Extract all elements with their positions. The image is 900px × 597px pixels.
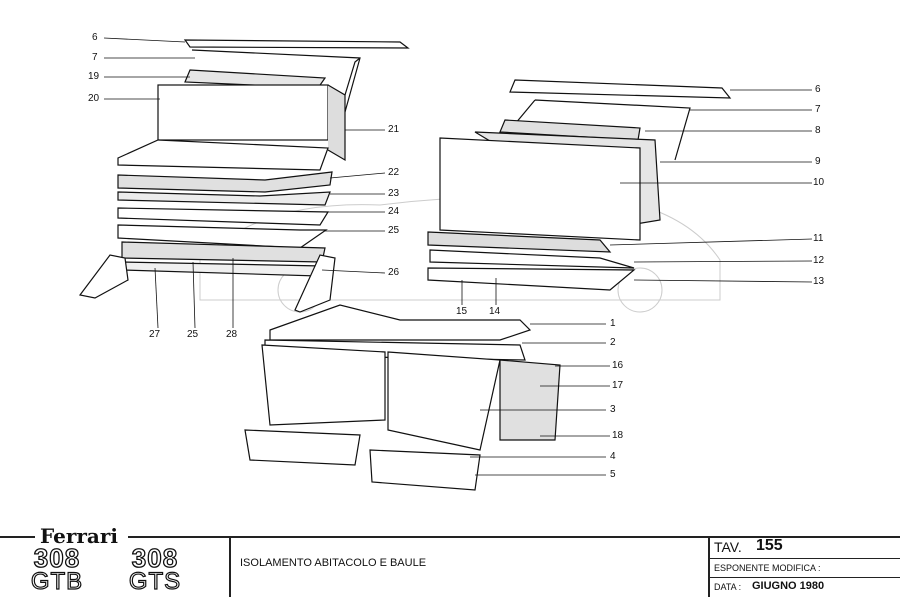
- callout-label: 24: [388, 206, 400, 217]
- callout-label: 13: [813, 276, 825, 287]
- drawing-title: ISOLAMENTO ABITACOLO E BAULE: [240, 557, 427, 569]
- callout-label: 25: [187, 329, 199, 340]
- callout-label: 18: [612, 430, 624, 441]
- callout-label: 9: [815, 156, 821, 167]
- model-variant: GTB: [30, 568, 84, 595]
- divider: [709, 558, 900, 559]
- callout-label: 27: [149, 329, 161, 340]
- model-badge-gtb: 308 GTB: [12, 543, 102, 595]
- tav-label: TAV.: [714, 539, 742, 555]
- callout-label: 1: [610, 318, 616, 329]
- divider: [709, 577, 900, 578]
- callout-label: 17: [612, 380, 624, 391]
- right-group-parts: [427, 79, 732, 291]
- data-value: GIUGNO 1980: [752, 580, 825, 592]
- data-label: DATA :: [714, 582, 742, 592]
- callout-label: 8: [815, 125, 821, 136]
- callout-label: 21: [388, 124, 400, 135]
- callout-label: 3: [610, 404, 616, 415]
- callout-label: 25: [388, 225, 400, 236]
- bottom-group-parts: [244, 304, 561, 491]
- exploded-parts-diagram: [78, 37, 813, 491]
- callout-label: 15: [456, 306, 468, 317]
- callout-label: 11: [813, 233, 824, 244]
- callout-label: 7: [92, 52, 98, 63]
- divider: [128, 536, 900, 538]
- model-variant: GTS: [128, 568, 182, 595]
- callout-label: 4: [610, 451, 616, 462]
- callout-label: 12: [813, 255, 825, 266]
- callout-label: 7: [815, 104, 821, 115]
- divider: [229, 537, 231, 597]
- esponente-modifica-label: ESPONENTE MODIFICA :: [714, 563, 821, 573]
- callout-label: 20: [88, 93, 100, 104]
- model-number: 308: [33, 543, 81, 573]
- callout-label: 6: [815, 84, 821, 95]
- callout-label: 22: [388, 167, 400, 178]
- callout-label: 19: [88, 71, 100, 82]
- callout-label: 28: [226, 329, 238, 340]
- divider: [708, 537, 710, 597]
- callout-label: 10: [813, 177, 825, 188]
- callout-label: 16: [612, 360, 624, 371]
- model-badge-gts: 308 GTS: [110, 543, 200, 595]
- model-number: 308: [131, 543, 179, 573]
- divider: [0, 536, 35, 538]
- callout-label: 6: [92, 32, 98, 43]
- callout-label: 5: [610, 469, 616, 480]
- callout-label: 14: [489, 306, 501, 317]
- left-group-parts: [78, 39, 410, 313]
- callout-label: 2: [610, 337, 616, 348]
- leader-lines: [103, 37, 813, 476]
- callout-label: 23: [388, 188, 400, 199]
- ferrari-logo: Ferrari: [40, 524, 118, 548]
- callout-label: 26: [388, 267, 400, 278]
- tav-number: 155: [756, 537, 783, 554]
